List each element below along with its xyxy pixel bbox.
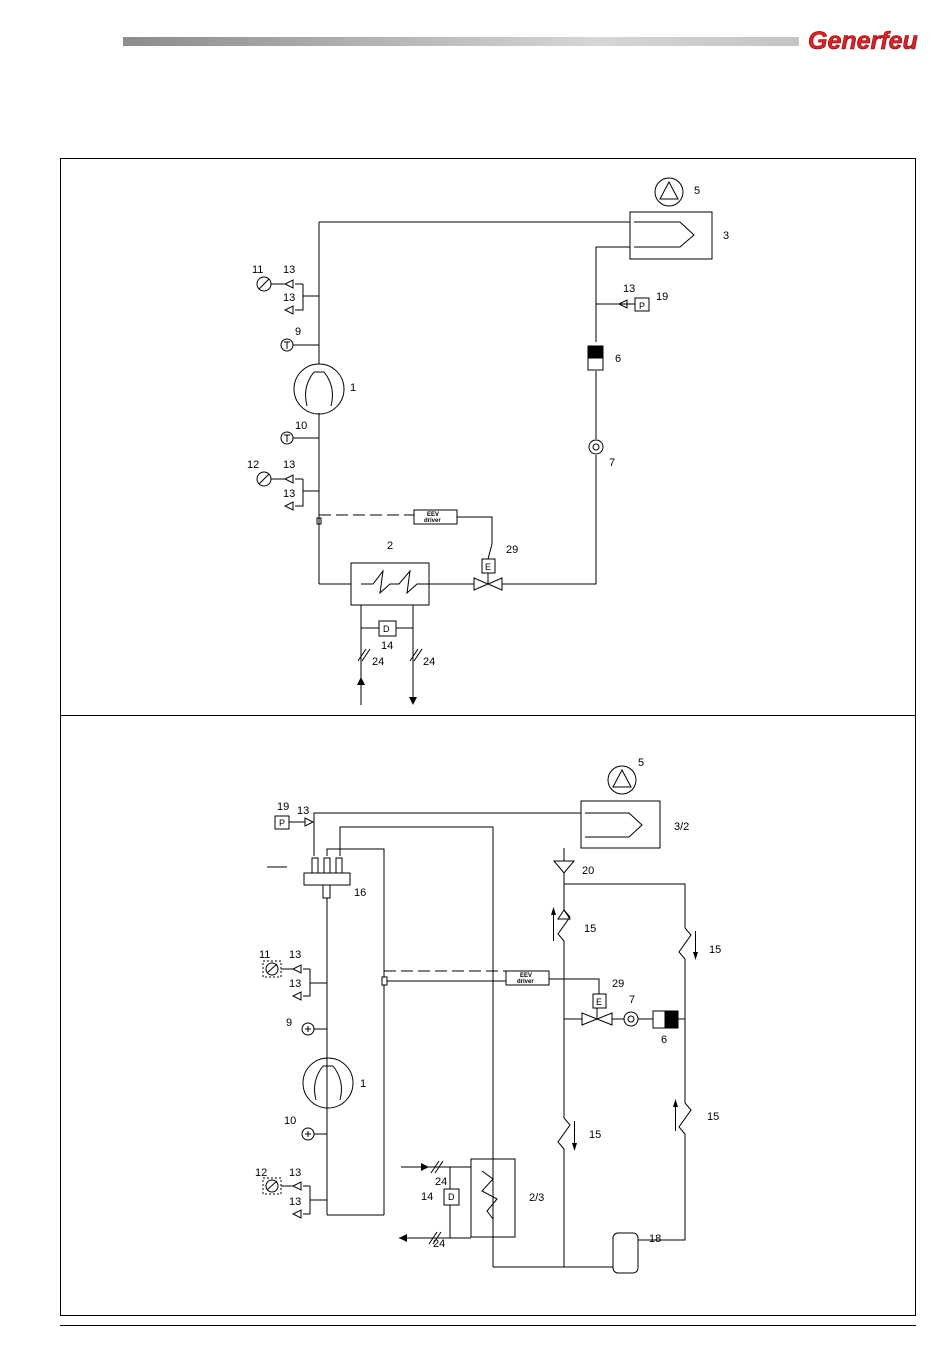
label-gauge-high: 11: [252, 264, 263, 276]
label-temp-10: 10: [295, 420, 307, 432]
label-water-out: 24: [433, 1238, 445, 1250]
refrigerant-circuit-heatpump: 5 3/2 19 13 P 16 20 15 15 11 13 13 EEV d…: [61, 716, 917, 1317]
label-water-in: 24: [435, 1176, 447, 1188]
liquid-line-3: [502, 455, 596, 584]
label-check-valve-d: 15: [707, 1111, 719, 1123]
label-compressor: 1: [360, 1078, 366, 1090]
label-eev-driver-2: driver: [424, 518, 441, 524]
label-pressure-switch: 19: [656, 291, 668, 303]
label-four-way-valve: 16: [354, 887, 366, 899]
label-water-in: 24: [372, 656, 384, 668]
label-eev: 29: [612, 978, 624, 990]
water-out-arrow: [409, 697, 417, 705]
refrigerant-circuit-cooling: 5 3 13 11 13 9 1 10 12 13 13 13 19 P 6 7…: [61, 159, 917, 717]
fan-triangle: [613, 770, 631, 787]
arrow-cv-b: [693, 952, 698, 960]
label-filter: 6: [615, 353, 621, 365]
eev-valve: [474, 578, 488, 590]
label-condenser: 3: [723, 230, 729, 242]
condenser: [630, 212, 712, 259]
sight-glass: [589, 440, 603, 454]
label-fan: 5: [638, 757, 644, 769]
label-temp-9: 9: [286, 1017, 292, 1029]
diagram-panel-cooling: 5 3 13 11 13 9 1 10 12 13 13 13 19 P 6 7…: [60, 158, 916, 716]
label-p-symbol: P: [639, 301, 645, 311]
label-e-symbol: E: [485, 562, 491, 572]
label-sight-glass: 7: [629, 994, 635, 1006]
label-valve-d: 13: [283, 488, 295, 500]
water-in-arrow: [421, 1163, 429, 1171]
arrow-cv-a: [551, 907, 556, 915]
label-valve-a: 13: [289, 949, 301, 961]
header-bar: [123, 37, 799, 46]
check-valve-a: [558, 910, 570, 941]
label-valve-b: 13: [283, 292, 295, 304]
label-valve-p: 13: [623, 283, 635, 295]
label-sight-glass: 7: [609, 457, 615, 469]
sight-glass: [624, 1012, 638, 1026]
label-pressure-switch: 19: [277, 801, 289, 813]
eev-valve: [582, 1013, 597, 1025]
receiver: [613, 1233, 638, 1273]
label-flow-switch: 14: [421, 1191, 433, 1203]
label-gauge-high: 11: [259, 949, 270, 961]
label-p-symbol: P: [279, 818, 285, 828]
condenser-coil: [634, 222, 694, 247]
label-e-symbol: E: [596, 997, 602, 1007]
arrow-cv-c: [572, 1143, 577, 1151]
label-water-out: 24: [423, 656, 435, 668]
label-valve-d: 13: [289, 1196, 301, 1208]
label-valve-b: 13: [289, 978, 301, 990]
water-out-arrow: [399, 1234, 407, 1242]
label-flow-switch: 14: [381, 640, 393, 652]
label-valve-c: 13: [289, 1167, 301, 1179]
footer-line: [60, 1325, 916, 1326]
label-coil: 3/2: [674, 821, 689, 833]
svg-text:Generfeu: Generfeu: [808, 27, 918, 54]
label-compressor: 1: [350, 382, 356, 394]
label-temp-9: 9: [295, 326, 301, 338]
generfeu-logo: Generfeu: [806, 24, 940, 54]
label-fan: 5: [694, 185, 700, 197]
check-valve-b: [679, 928, 691, 959]
label-receiver: 18: [649, 1233, 661, 1245]
label-distributor: 20: [582, 865, 594, 877]
label-eev: 29: [506, 544, 518, 556]
compressor-symbol: [306, 372, 333, 406]
label-d-symbol: D: [448, 1192, 455, 1202]
label-gauge-low: 12: [247, 459, 259, 471]
coil: [581, 801, 660, 848]
distributor: [554, 861, 574, 873]
arrow-cv-d: [673, 1099, 678, 1107]
label-valve-c: 13: [283, 459, 295, 471]
label-gauge-low: 12: [255, 1167, 267, 1179]
diagram-panel-heatpump: 5 3/2 19 13 P 16 20 15 15 11 13 13 EEV d…: [60, 715, 916, 1316]
label-valve-a: 13: [283, 264, 295, 276]
label-filter: 6: [661, 1034, 667, 1046]
label-valve-p: 13: [297, 805, 309, 817]
water-in-arrow: [357, 677, 365, 685]
label-plate-exchanger: 2/3: [529, 1192, 544, 1204]
label-d-symbol: D: [383, 624, 390, 634]
label-check-valve-b: 15: [709, 944, 721, 956]
label-check-valve-c: 15: [589, 1129, 601, 1141]
check-valve-d: [679, 1103, 691, 1134]
label-temp-10: 10: [284, 1115, 296, 1127]
label-check-valve-a: 15: [584, 923, 596, 935]
label-evaporator: 2: [387, 540, 393, 552]
fan-triangle: [660, 182, 678, 199]
four-way-valve: [304, 873, 350, 885]
check-valve-c: [558, 1118, 570, 1149]
label-eev-driver-2: driver: [517, 979, 534, 985]
